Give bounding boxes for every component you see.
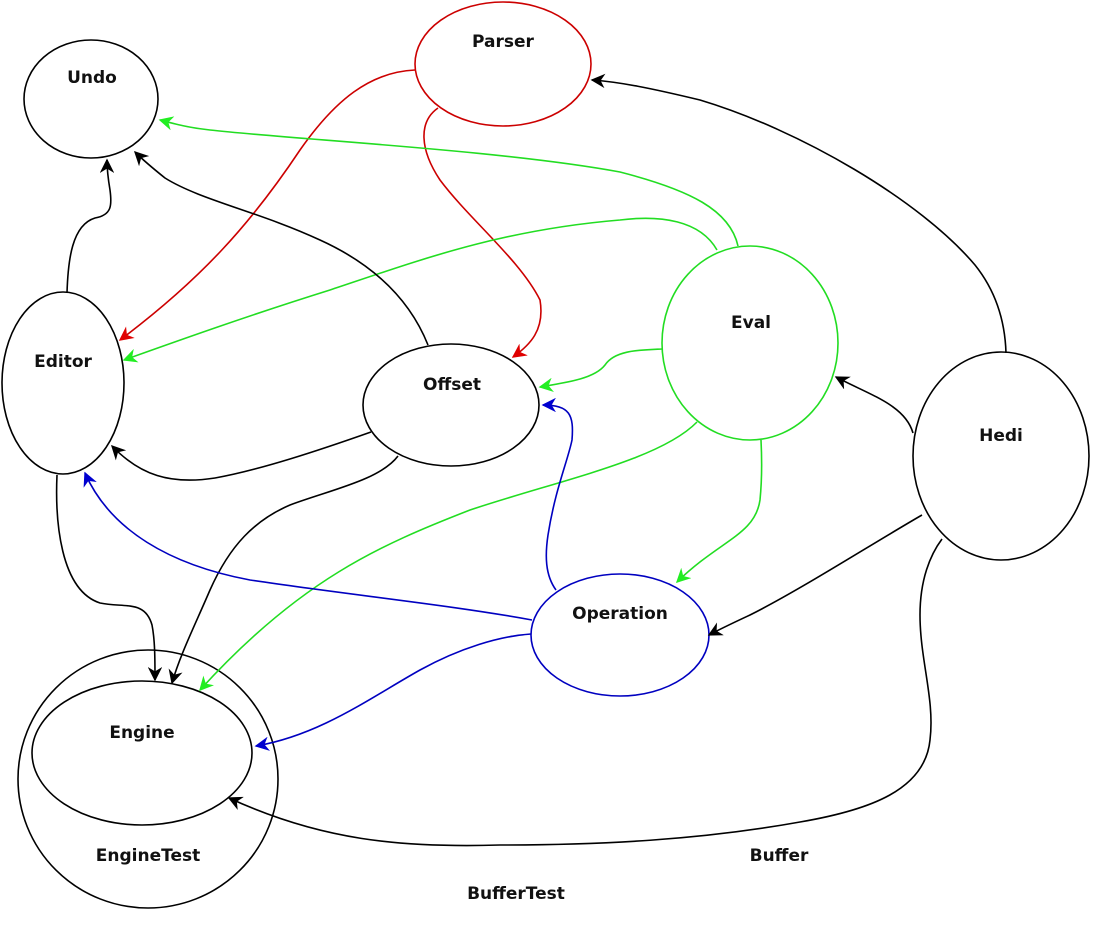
edge-offset-editor (110, 431, 372, 481)
node-label-buffertest: BufferTest (467, 884, 565, 904)
edge-eval-engine (199, 421, 698, 692)
edge-hedi-engine (227, 538, 943, 847)
node-label-eval: Eval (731, 313, 771, 333)
edge-eval-editor (122, 217, 718, 363)
edge-hedi-operation (707, 514, 923, 636)
node-label-operation: Operation (572, 604, 668, 624)
edge-operation-offset (541, 397, 574, 591)
node-eval[interactable]: Eval (661, 245, 839, 441)
edge-eval-offset (538, 348, 663, 392)
node-label-engine: Engine (109, 723, 174, 743)
node-hedi[interactable]: Hedi (912, 351, 1090, 561)
edge-eval-undo (158, 116, 739, 247)
edge-operation-editor (83, 471, 533, 621)
node-editor[interactable]: Editor (1, 291, 125, 475)
node-offset[interactable]: Offset (362, 343, 540, 467)
edge-eval-operation (675, 439, 763, 584)
edge-offset-engine (168, 455, 399, 685)
node-label-parser: Parser (472, 32, 535, 52)
edge-editor-undo (66, 158, 115, 294)
node-buffertest[interactable]: BufferTest (467, 884, 565, 904)
node-label-undo: Undo (67, 68, 117, 88)
node-label-hedi: Hedi (979, 426, 1023, 446)
node-operation[interactable]: Operation (530, 573, 710, 697)
node-engine[interactable]: Engine (31, 680, 253, 826)
edge-hedi-eval (834, 376, 914, 434)
node-label-offset: Offset (423, 375, 481, 395)
node-label-buffer: Buffer (750, 846, 809, 866)
edge-operation-engine (254, 633, 532, 751)
edge-hedi-parser (590, 73, 1007, 354)
edge-parser-editor (118, 69, 416, 341)
edge-offset-undo (133, 150, 429, 346)
node-label-editor: Editor (34, 352, 92, 372)
edge-parser-offset (423, 107, 542, 358)
node-undo[interactable]: Undo (23, 39, 159, 159)
edge-editor-engine (55, 474, 163, 682)
node-parser[interactable]: Parser (414, 1, 592, 127)
node-enginetest[interactable]: EngineTest (17, 649, 279, 909)
node-buffer[interactable]: Buffer (750, 846, 809, 866)
node-label-enginetest: EngineTest (96, 846, 200, 866)
